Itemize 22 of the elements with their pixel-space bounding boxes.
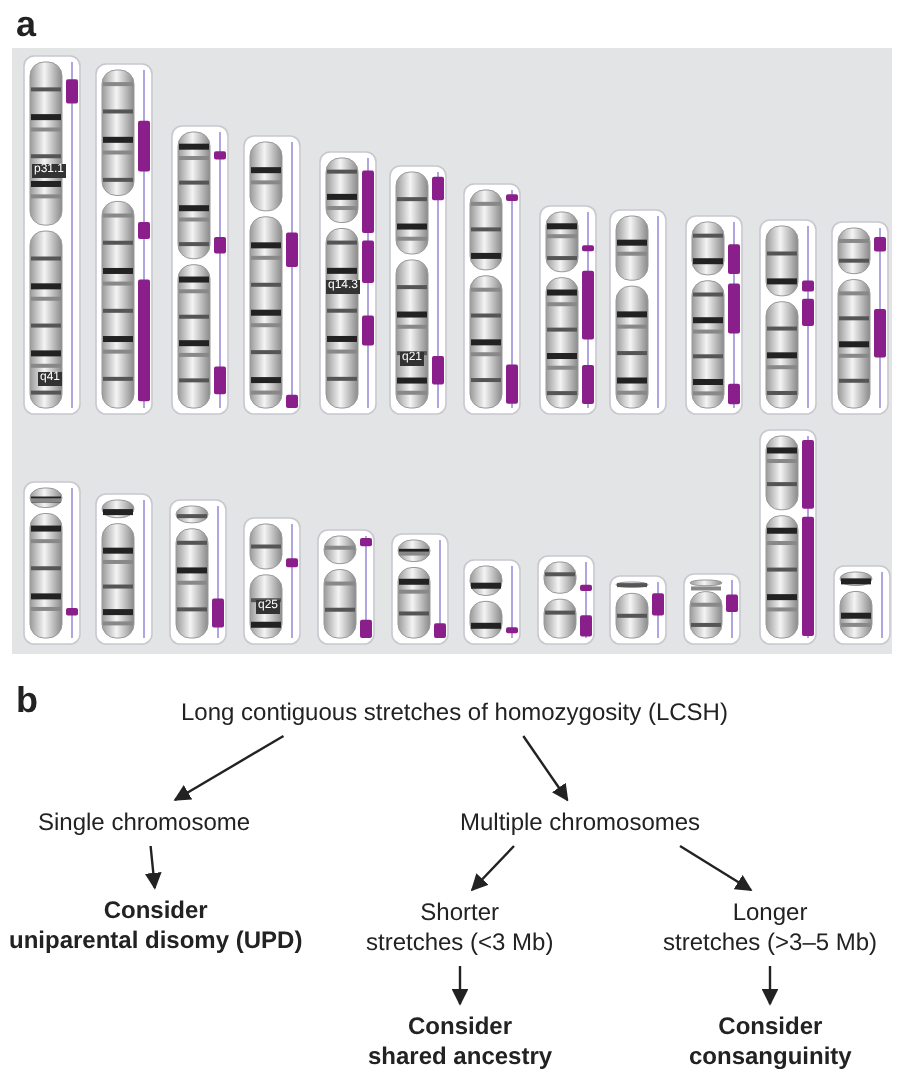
arrow: [451, 966, 469, 1006]
node-heading: Shorter: [418, 898, 502, 928]
node-text: Long contiguous stretches of homozygosity (LCSH): [181, 698, 728, 728]
node-text: consanguinity: [689, 1042, 852, 1072]
node-heading: Consider: [716, 1012, 825, 1042]
node-text: shared ancestry: [368, 1042, 553, 1072]
panel-label: b: [16, 680, 38, 722]
node-heading: Consider: [101, 896, 210, 926]
node-text: stretches (>3–5 Mb): [663, 928, 878, 958]
panel-label: a: [16, 4, 37, 46]
arrow: [173, 734, 285, 802]
node-heading: Consider: [406, 1012, 515, 1042]
node-text: Multiple chromosomes: [460, 808, 701, 838]
node-text: uniparental disomy (UPD): [9, 926, 303, 956]
arrow: [470, 845, 515, 892]
node-text: stretches (<3 Mb): [366, 928, 554, 958]
node-text: Single chromosome: [38, 808, 251, 838]
arrow: [144, 845, 162, 890]
arrow: [761, 966, 779, 1006]
arrow: [679, 844, 753, 892]
node-heading: Longer: [730, 898, 810, 928]
arrow: [522, 735, 569, 802]
